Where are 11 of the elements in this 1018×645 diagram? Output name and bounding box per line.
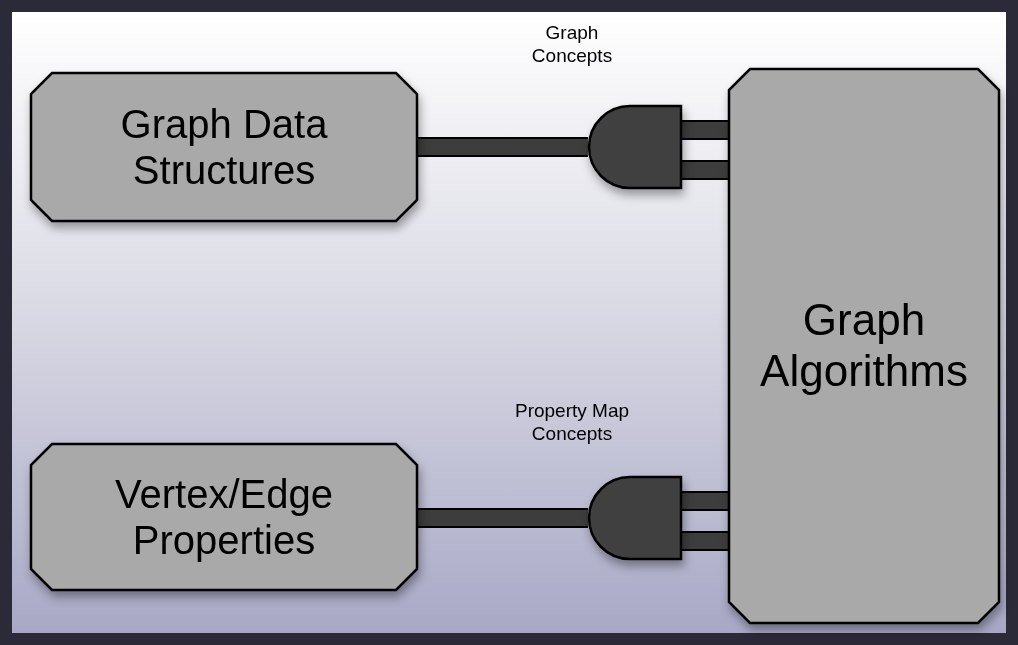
box-label: Graph Algorithms bbox=[759, 295, 969, 397]
cable bbox=[682, 493, 728, 509]
interface-label: Property Map Concepts bbox=[513, 400, 630, 446]
cable bbox=[418, 139, 588, 155]
cable bbox=[682, 533, 728, 549]
cable bbox=[682, 122, 728, 138]
cable bbox=[682, 162, 728, 178]
box-label: Graph Data Structures bbox=[119, 101, 329, 193]
cable bbox=[418, 510, 588, 526]
interface-label: Graph Concepts bbox=[530, 22, 614, 68]
box-label: Vertex/Edge Properties bbox=[114, 471, 334, 563]
